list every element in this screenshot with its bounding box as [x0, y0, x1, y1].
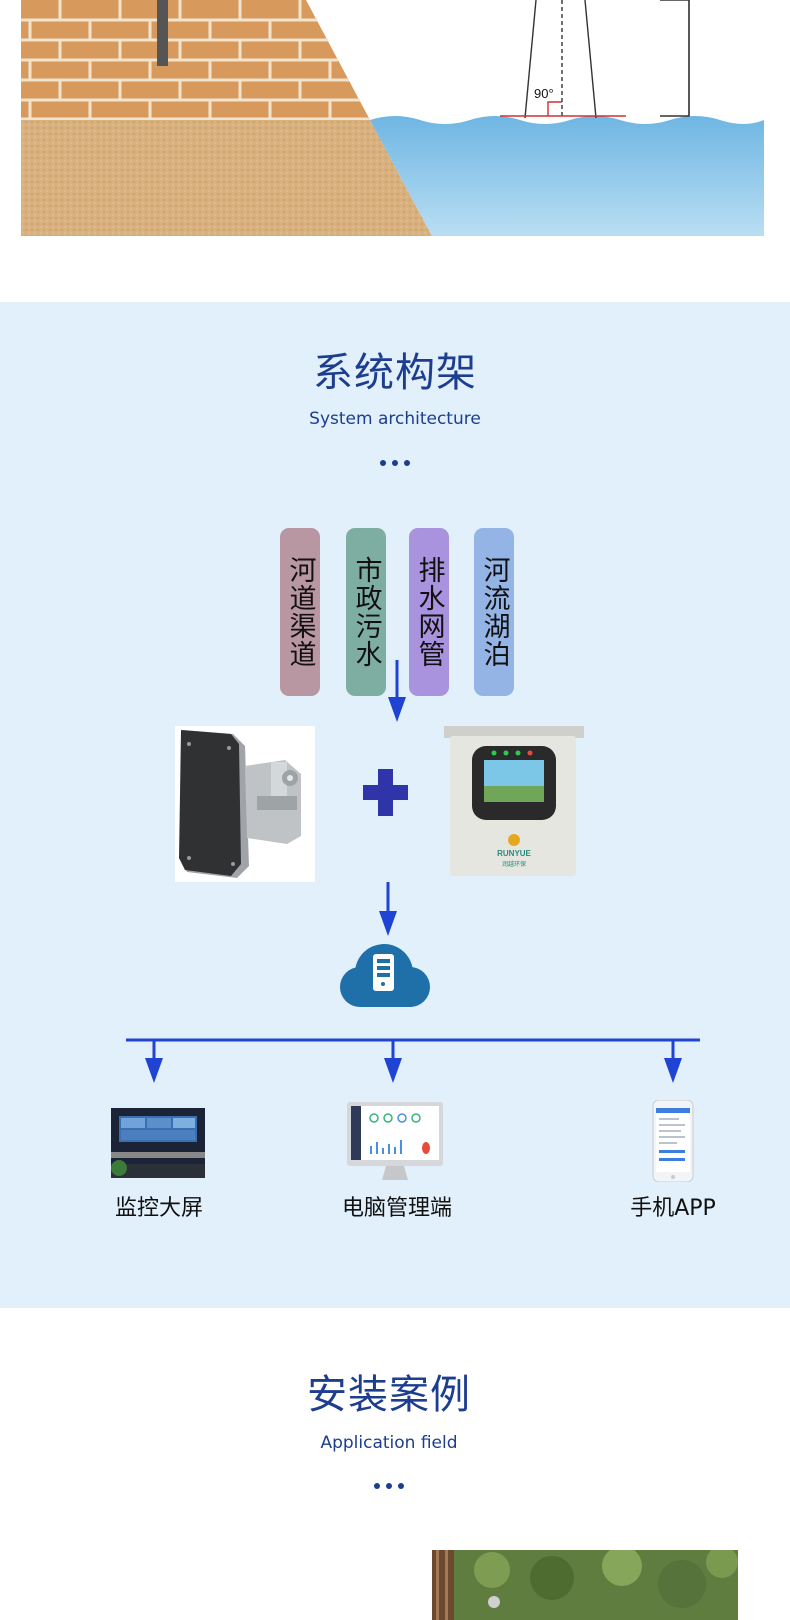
cabinet-brand-cn: 润越环保: [502, 860, 526, 868]
sensor-beam-diagram: [500, 0, 690, 119]
mobile-app-image: [652, 1100, 694, 1182]
radar-flow-sensor-image: [175, 726, 315, 882]
section-dots: [0, 451, 790, 470]
angle-label: 90°: [534, 86, 554, 101]
computer-client-image: [347, 1102, 443, 1180]
cloud-server-icon: [340, 944, 430, 1007]
brick-wall: [21, 0, 370, 121]
plus-icon: [363, 769, 408, 816]
flow-arrows: [126, 660, 700, 1083]
section-dots: [0, 1474, 784, 1493]
system-architecture-section: 系统构架 System architecture 河道渠道 市政污水 排水网管 …: [0, 302, 790, 1308]
soil-bank: [21, 120, 432, 236]
installation-case-section: 安装案例 Application field: [0, 1308, 790, 1620]
mounting-pole: [157, 0, 168, 66]
cabinet-brand: RUNYUE: [497, 849, 531, 858]
section-title: 系统构架: [313, 350, 477, 396]
scenario-pill-drainage-network: 排水网管: [409, 528, 449, 696]
section-title: 安装案例: [307, 1372, 471, 1418]
water: [370, 116, 764, 236]
scenario-pill-river-lake: 河流湖泊: [474, 528, 514, 696]
control-cabinet-image: RUNYUE 润越环保: [444, 726, 584, 876]
scenario-pill-river-channel: 河道渠道: [280, 528, 320, 696]
section-subtitle: Application field: [320, 1433, 458, 1453]
installation-photo: [432, 1550, 738, 1620]
output-label-monitoring-wall: 监控大屏: [114, 1196, 203, 1221]
installation-illustration: 90°: [21, 0, 764, 236]
section-subtitle: System architecture: [309, 409, 481, 429]
scenario-pill-municipal-sewage: 市政污水: [346, 528, 386, 696]
monitoring-wall-image: [111, 1108, 205, 1178]
output-label-mobile-app: 手机APP: [630, 1196, 716, 1221]
output-label-computer-client: 电脑管理端: [341, 1196, 452, 1221]
